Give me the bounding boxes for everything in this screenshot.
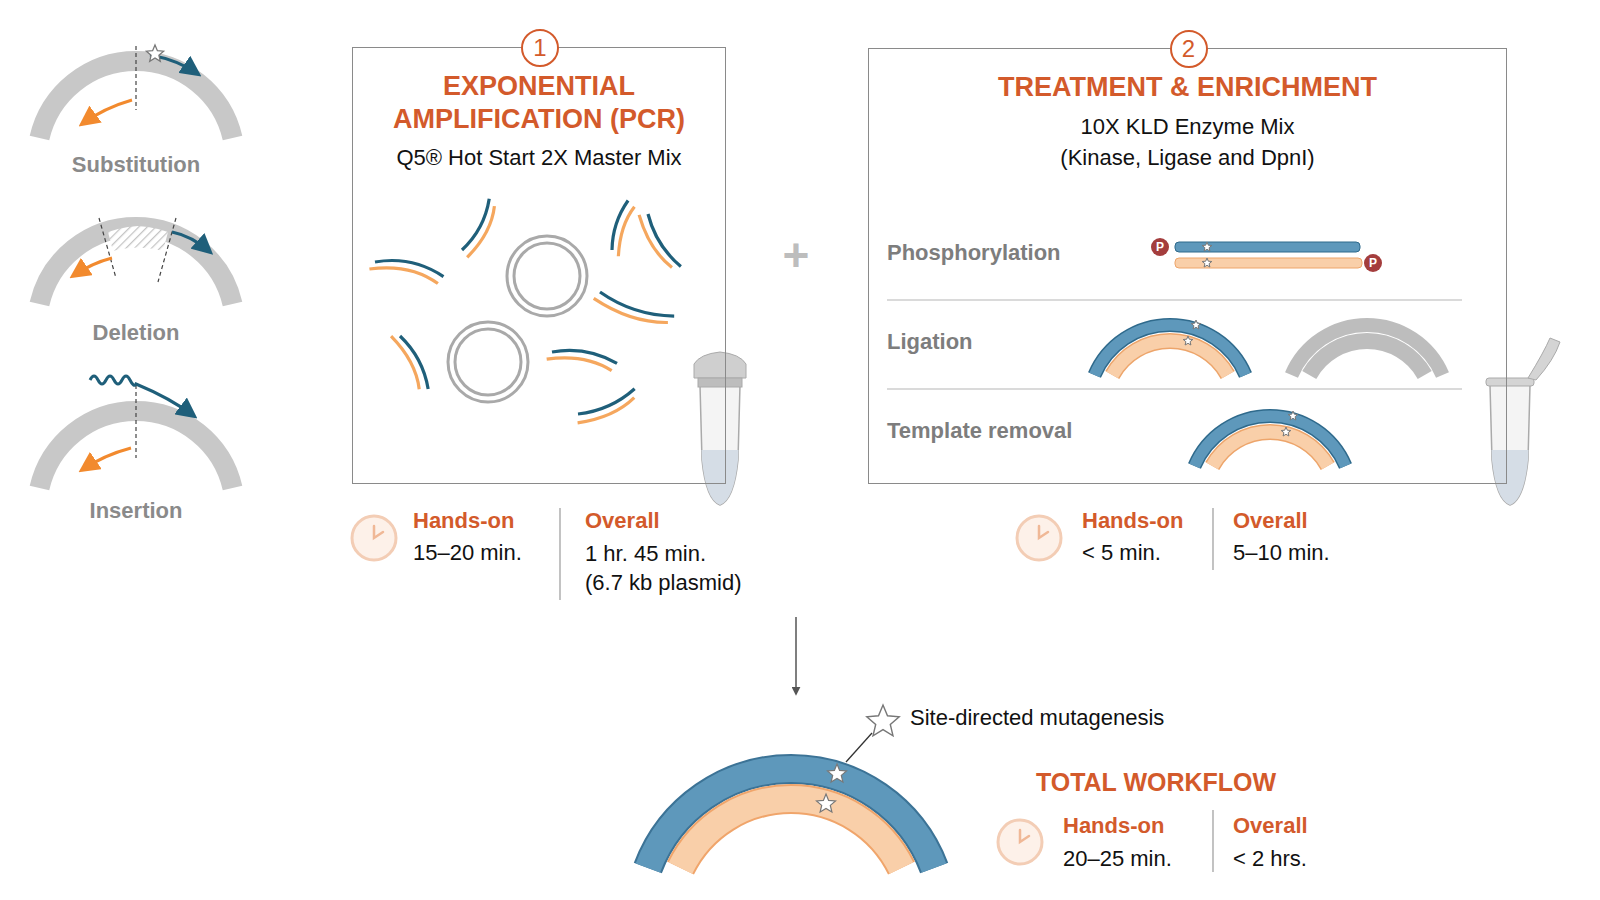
pcr-product — [574, 389, 640, 428]
callout-label: Site-directed mutagenesis — [910, 705, 1164, 731]
step-row-label: Template removal — [887, 418, 1072, 444]
final-plasmid — [648, 769, 934, 868]
time-heading: Hands-on — [413, 508, 514, 534]
tube-icon — [1486, 338, 1560, 505]
tube-icon — [694, 352, 746, 505]
mutation-icons — [39, 45, 232, 488]
time-value: 5–10 min. — [1233, 540, 1330, 566]
pcr-illustration — [369, 199, 746, 505]
workflow-title: TOTAL WORKFLOW — [1036, 768, 1276, 797]
step-title: EXPONENTIAL AMPLIFICATION (PCR) — [359, 70, 719, 136]
mutation-star — [1202, 242, 1212, 251]
step-subtitle: 10X KLD Enzyme Mix (Kinase, Ligase and D… — [1045, 112, 1330, 174]
plus-sign: + — [783, 228, 810, 282]
mutation-star — [146, 45, 163, 61]
phosphate-dot — [1364, 254, 1382, 272]
mutation-star — [817, 794, 836, 812]
time-heading: Hands-on — [1063, 813, 1164, 839]
step-row-label: Ligation — [887, 329, 973, 355]
template-plasmid — [448, 322, 528, 402]
template-plasmid — [1309, 341, 1424, 375]
ligated-plasmid — [1112, 341, 1227, 375]
final-plasmid — [648, 769, 934, 868]
kld-illustration — [887, 238, 1560, 505]
mutation-star — [1281, 427, 1291, 436]
mutation-star — [867, 705, 899, 736]
time-value: < 5 min. — [1082, 540, 1161, 566]
ligated-plasmid — [1112, 341, 1227, 375]
time-value: 15–20 min. — [413, 540, 522, 566]
flow-arrow — [795, 617, 797, 694]
product-plasmid — [1195, 416, 1346, 466]
clock-icon — [1017, 516, 1061, 560]
divider — [1212, 508, 1213, 570]
phosphate-label: P — [1156, 240, 1164, 254]
step-number: 1 — [521, 29, 559, 67]
pcr-product — [635, 211, 681, 274]
strand-bar — [1175, 242, 1360, 252]
phosphate-dot — [1151, 238, 1169, 256]
product-plasmid — [1195, 416, 1346, 466]
clock-icon — [352, 516, 396, 560]
divider — [559, 508, 560, 600]
plasmid-arc — [39, 61, 232, 138]
clock-icon — [998, 820, 1042, 864]
time-value: < 2 hrs. — [1233, 846, 1307, 872]
pcr-product — [607, 199, 636, 256]
pcr-product — [369, 254, 445, 284]
template-plasmid — [507, 236, 587, 316]
ligated-plasmid — [1095, 325, 1246, 375]
pcr-product — [391, 330, 433, 393]
time-heading: Overall — [1233, 508, 1308, 534]
step-subtitle: Q5® Hot Start 2X Master Mix — [359, 144, 719, 172]
mutation-star — [828, 764, 847, 782]
row-divider — [887, 388, 1462, 389]
mutation-star — [1191, 320, 1201, 329]
leader-line — [846, 733, 872, 762]
template-plasmid — [1292, 325, 1443, 375]
final-plasmid — [680, 799, 901, 868]
step-row-label: Phosphorylation — [887, 240, 1061, 266]
workflow-decor — [352, 508, 1213, 872]
final-plasmid — [680, 799, 901, 868]
ligated-plasmid — [1095, 325, 1246, 375]
pcr-product — [460, 199, 501, 260]
strand-bar — [1175, 258, 1362, 268]
pcr-product — [547, 345, 618, 371]
mutation-type: Deletion — [93, 320, 180, 346]
row-divider — [887, 299, 1462, 300]
panel-box: 1EXPONENTIAL AMPLIFICATION (PCR)Q5® Hot … — [352, 47, 726, 484]
mutation-star — [1202, 258, 1212, 267]
phosphate-label: P — [1369, 256, 1377, 270]
product-plasmid — [1212, 432, 1327, 466]
step-number: 2 — [1170, 30, 1208, 68]
mutation-star — [1183, 336, 1193, 345]
time-value: 1 hr. 45 min. (6.7 kb plasmid) — [585, 540, 747, 597]
step-title: TREATMENT & ENRICHMENT — [878, 71, 1498, 104]
mutation-star — [1288, 411, 1298, 420]
time-heading: Hands-on — [1082, 508, 1183, 534]
time-heading: Overall — [585, 508, 660, 534]
product-plasmid — [1212, 432, 1327, 466]
time-heading: Overall — [1233, 813, 1308, 839]
time-value: 20–25 min. — [1063, 846, 1172, 872]
pcr-product — [592, 291, 674, 330]
divider — [1212, 810, 1213, 872]
mutation-type: Substitution — [72, 152, 200, 178]
deleted-region — [108, 226, 168, 251]
mutation-type: Insertion — [90, 498, 183, 524]
